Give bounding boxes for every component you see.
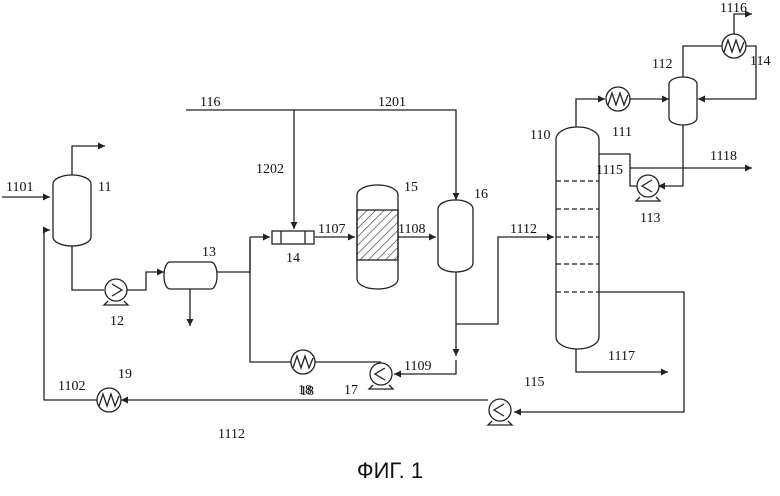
label-111: 111 bbox=[612, 125, 632, 140]
label-1101: 1101 bbox=[6, 180, 33, 195]
label-1118: 1118 bbox=[710, 149, 737, 164]
label-1115: 1115 bbox=[596, 163, 623, 178]
label-16: 16 bbox=[474, 187, 488, 202]
label-1108: 1108 bbox=[398, 222, 425, 237]
stream-1116 bbox=[734, 14, 752, 34]
label-15: 15 bbox=[404, 180, 418, 195]
label-1109: 1109 bbox=[404, 359, 431, 374]
label-113: 113 bbox=[640, 211, 660, 226]
pump-12-discharge bbox=[127, 272, 164, 290]
separator-13 bbox=[164, 262, 217, 289]
figure-caption: ФИГ. 1 bbox=[357, 458, 423, 483]
label-13: 13 bbox=[202, 245, 216, 260]
label-1112-a: 1112 bbox=[510, 222, 537, 237]
mixer-14 bbox=[272, 231, 314, 244]
column-110 bbox=[556, 127, 599, 349]
pump-12 bbox=[104, 279, 128, 305]
exchanger-19 bbox=[97, 388, 121, 412]
label-115: 115 bbox=[524, 375, 544, 390]
label-1201: 1201 bbox=[378, 95, 406, 110]
label-11: 11 bbox=[98, 180, 111, 195]
drum-112-vent bbox=[683, 46, 722, 77]
label-114: 114 bbox=[750, 54, 770, 69]
label-1202: 1202 bbox=[256, 162, 284, 177]
recycle-to-vessel-11 bbox=[44, 230, 97, 400]
drum-112-bottom bbox=[658, 125, 683, 186]
label-1112-b: 1112 bbox=[218, 427, 245, 442]
pump-17 bbox=[369, 363, 393, 389]
label-1117: 1117 bbox=[608, 349, 635, 364]
label-116: 116 bbox=[200, 95, 220, 110]
exchanger-114 bbox=[722, 34, 746, 58]
label-12: 12 bbox=[110, 314, 124, 329]
separator-13-outlet bbox=[217, 237, 250, 272]
vessel-16 bbox=[438, 200, 473, 272]
label-1116: 1116 bbox=[720, 1, 747, 16]
exchanger-111 bbox=[606, 87, 630, 111]
pump-113 bbox=[636, 175, 660, 201]
label-17: 17 bbox=[344, 383, 358, 398]
reactor-15 bbox=[357, 185, 398, 289]
label-14: 14 bbox=[286, 251, 300, 266]
label-1107: 1107 bbox=[318, 222, 345, 237]
label-19: 19 bbox=[118, 367, 132, 382]
drum-112 bbox=[669, 77, 697, 125]
vessel-11-bottom-line bbox=[72, 246, 104, 290]
label-18-b: 18 bbox=[300, 384, 314, 399]
column-110-overhead bbox=[576, 99, 605, 131]
exchanger-18 bbox=[291, 350, 315, 374]
label-1102: 1102 bbox=[58, 379, 85, 394]
vessel-11-vapor-line bbox=[72, 146, 105, 175]
label-112: 112 bbox=[652, 57, 672, 72]
pump-115 bbox=[488, 399, 512, 425]
label-110: 110 bbox=[530, 128, 550, 143]
vessel-11 bbox=[53, 175, 91, 246]
